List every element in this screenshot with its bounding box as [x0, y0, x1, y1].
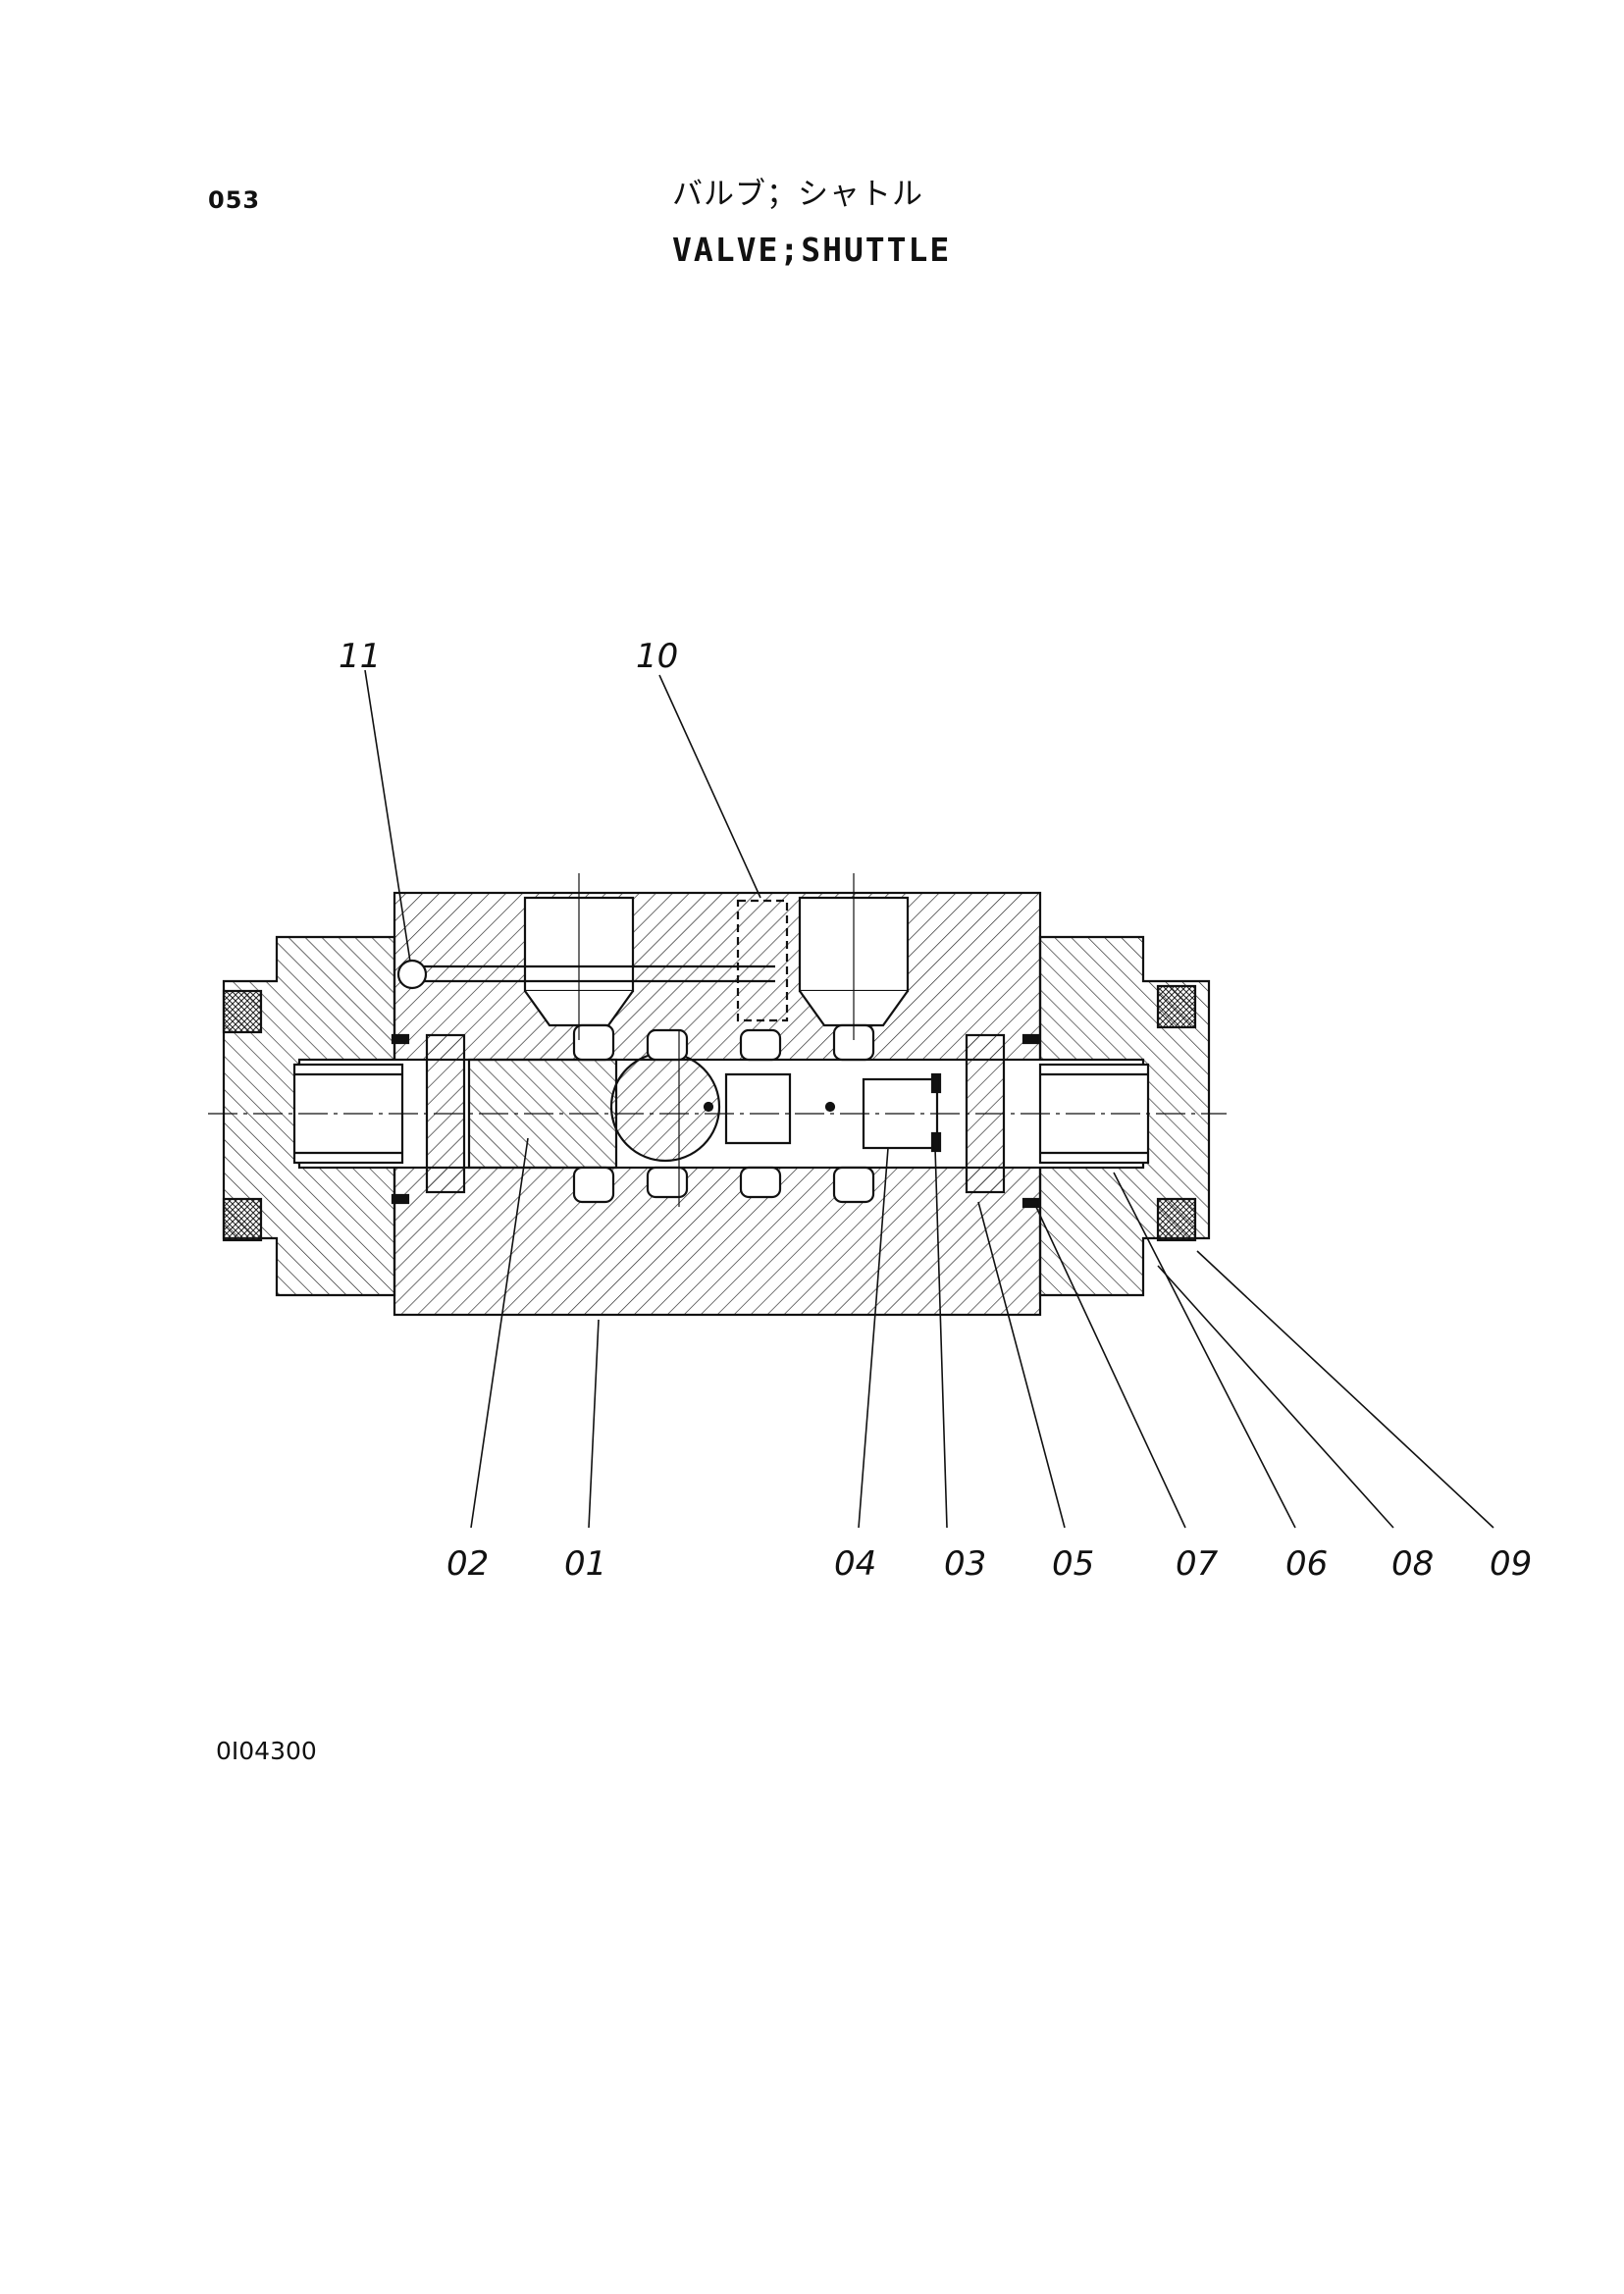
callout-11: 11 [339, 637, 381, 676]
dashed-plug-part-10 [736, 899, 789, 1022]
callout-02: 02 [446, 1544, 489, 1584]
page-number: 053 [208, 186, 261, 214]
check-ball [609, 1051, 721, 1163]
callout-07: 07 [1176, 1544, 1219, 1584]
right-top-knurl [1156, 984, 1197, 1029]
title-english: VALVE;SHUTTLE [672, 231, 952, 269]
callout-01: 01 [564, 1544, 606, 1584]
left-bottom-knurl [222, 1197, 263, 1242]
valve-assembly [208, 873, 1227, 1317]
callout-06: 06 [1285, 1544, 1328, 1584]
left-top-knurl [222, 989, 263, 1034]
drawing-code: 0I04300 [216, 1737, 317, 1765]
title-japanese: バルブ；シャトル [672, 177, 923, 212]
callout-09: 09 [1490, 1544, 1532, 1584]
callout-labels: 11 10 02 01 04 03 05 07 06 08 09 [339, 637, 1532, 1584]
callout-03: 03 [944, 1544, 986, 1584]
leader-lines [364, 669, 1494, 1529]
callout-10: 10 [636, 637, 678, 676]
right-bottom-knurl [1156, 1197, 1197, 1242]
callout-08: 08 [1391, 1544, 1434, 1584]
callout-05: 05 [1052, 1544, 1094, 1584]
callout-04: 04 [834, 1544, 876, 1584]
